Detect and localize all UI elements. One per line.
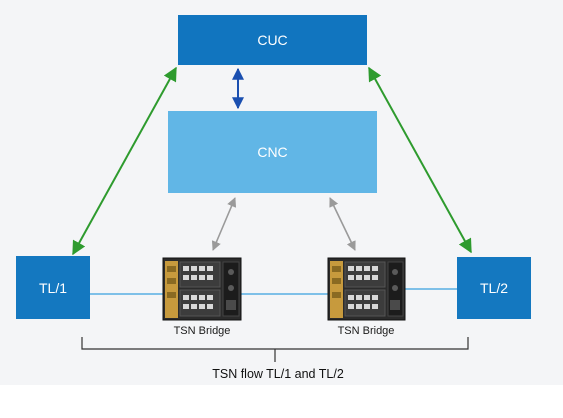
flow-bracket <box>81 337 469 362</box>
tl2-label: TL/2 <box>479 280 508 296</box>
tl1-label: TL/1 <box>38 279 67 296</box>
arrow-cnc-bridge2 <box>329 197 356 251</box>
cuc-label: CUC <box>257 32 288 48</box>
arrow-cuc-tl2 <box>368 66 472 254</box>
tl1-box: TL/1 <box>16 256 90 319</box>
cuc-box: CUC <box>178 15 367 65</box>
arrow-cnc-bridge1 <box>211 197 237 251</box>
connector-layer <box>72 66 472 362</box>
tsn-bridge-2-device <box>327 257 406 321</box>
flow-caption: TSN flow TL/1 and TL/2 <box>212 367 344 381</box>
arrow-cuc-tl1 <box>72 66 177 256</box>
tsn-bridge-1-device <box>162 257 242 321</box>
cnc-label: CNC <box>257 144 288 160</box>
bridge-2-label: TSN Bridge <box>337 325 395 337</box>
bridge-1-label: TSN Bridge <box>173 325 231 337</box>
diagram-canvas: CUC CNC TL/1 TL/2 TSN Bridge TSN Bridge <box>0 0 563 385</box>
cnc-box: CNC <box>168 111 377 193</box>
tl2-box: TL/2 <box>457 257 531 319</box>
